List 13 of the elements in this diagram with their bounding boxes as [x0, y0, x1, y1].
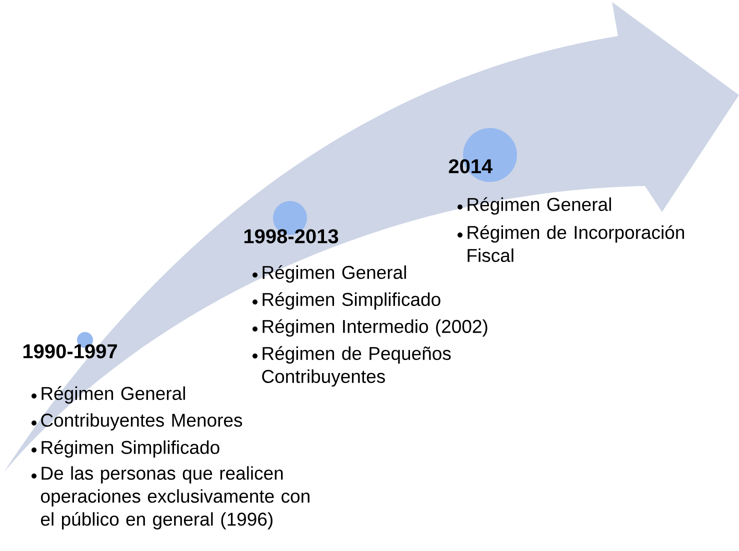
list-item: Régimen Simplificado [262, 292, 440, 310]
list-item: Régimen General [262, 265, 406, 283]
list-item: Régimen de Pequeños Contribuyentes [262, 346, 451, 387]
list-item: Régimen General [468, 197, 611, 215]
year-heading: 1998-2013 [244, 229, 338, 244]
list-item: Régimen Intermedio (2002) [262, 319, 488, 337]
list-item: Régimen Simplificado [42, 440, 220, 458]
year-heading: 1990-1997 [23, 344, 117, 358]
list-item: Contribuyentes Menores [41, 413, 242, 430]
year-heading: 2014 [448, 159, 493, 174]
list-item: De las personas que realicen operaciones exclusivamente con el público en general (1996) [41, 466, 310, 530]
list-item: Régimen General [42, 386, 185, 404]
list-item: Régimen de Incorporación Fiscal [468, 225, 684, 262]
